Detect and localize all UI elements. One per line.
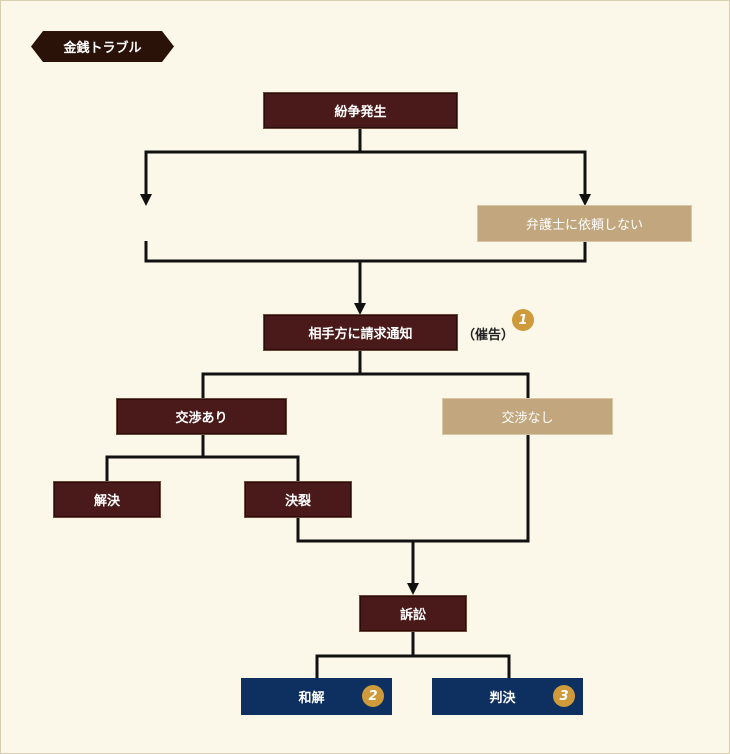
- connector-dispute-split: [144, 128, 362, 196]
- connector-yes-right: [203, 455, 300, 482]
- arrowhead-to-lawsuit: [407, 583, 419, 595]
- connector-dispute-right: [360, 150, 587, 196]
- node-demand-notice: 相手方に請求通知: [263, 314, 458, 351]
- node-breakdown: 決裂: [244, 481, 352, 518]
- node-negotiation-no: 交渉なし: [442, 398, 613, 435]
- node-resolved: 解決: [53, 481, 161, 518]
- node-dispute: 紛争発生: [263, 92, 458, 129]
- node-lawsuit: 訴訟: [359, 595, 467, 632]
- node-negotiation-yes: 交渉あり: [116, 398, 287, 435]
- badge-2-icon: 2: [362, 685, 384, 707]
- arrowhead-left-branch: [140, 194, 152, 206]
- node-no-lawyer: 弁護士に依頼しない: [477, 205, 692, 242]
- connector-merge: [144, 241, 587, 263]
- connector-lawsuit-split: [315, 631, 415, 679]
- badge-3-icon: 3: [553, 685, 575, 707]
- demand-note: （催告）: [462, 328, 515, 343]
- connector-notice-split: [201, 350, 362, 399]
- badge-1-icon: 1: [512, 309, 534, 331]
- arrowhead-right-branch: [579, 194, 591, 206]
- connector-lawsuit-right: [413, 654, 511, 679]
- topic-tag: 金銭トラブル: [31, 31, 174, 62]
- connector-notice-right: [360, 372, 530, 399]
- connector-yes-split: [105, 434, 205, 482]
- arrowhead-to-notice: [354, 303, 366, 315]
